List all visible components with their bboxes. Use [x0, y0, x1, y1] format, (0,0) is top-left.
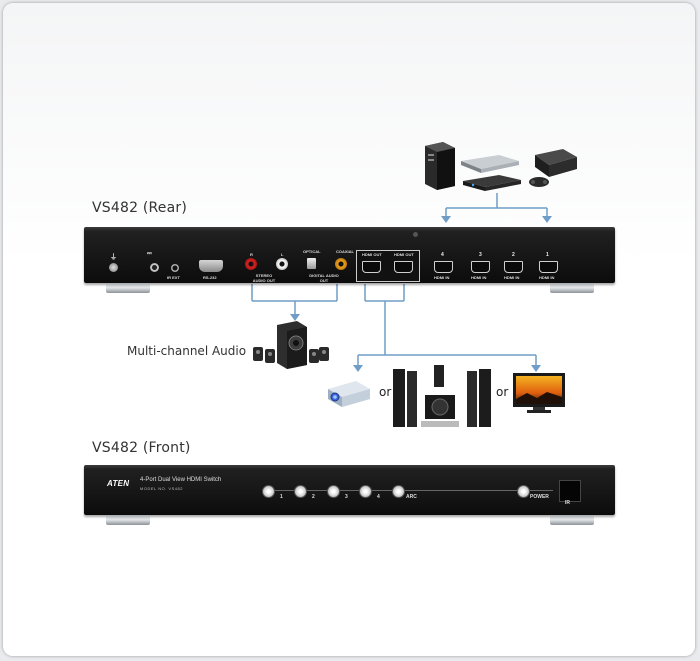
projector-icon	[328, 381, 370, 407]
rear-panel: ⏚ ⎓ IR EXT RS-232 R L STEREO AUDIO OUT O…	[84, 227, 615, 283]
ir-receiver-window	[559, 480, 581, 502]
rs232-label: RS-232	[203, 275, 217, 280]
optical-port	[307, 258, 316, 269]
model-number: MODEL NO. VS482	[140, 486, 183, 491]
rear-foot-left	[106, 283, 150, 293]
hdmi-in-3-port	[471, 261, 490, 273]
hdmi-in-3-num: 3	[479, 252, 482, 258]
hdmi-in-4-num: 4	[441, 252, 444, 258]
stereo-l-label: L	[281, 252, 284, 257]
front-title: VS482 (Front)	[92, 440, 191, 456]
home-theater-icon	[393, 365, 491, 427]
stereo-l-jack	[276, 258, 288, 270]
port-2-label: 2	[312, 494, 315, 500]
arc-label: ARC	[406, 494, 417, 500]
port-1-label: 1	[280, 494, 283, 500]
hdmi-out-1-label: HDMI OUT	[362, 252, 382, 257]
front-foot-right	[550, 515, 594, 525]
hdmi-in-4-port	[434, 261, 453, 273]
tv-icon	[513, 373, 565, 413]
brand-logo: ATEN	[107, 479, 130, 488]
hdmi-out-2-port	[394, 261, 413, 273]
dvd-player-icon	[461, 155, 519, 173]
stereo-audio-out-label: STEREO AUDIO OUT	[252, 273, 276, 283]
port-3-label: 3	[345, 494, 348, 500]
stereo-r-jack	[245, 258, 257, 270]
ir-ext-label: IR EXT	[167, 275, 180, 280]
diagram-card: VS482 (Rear) ⏚ ⎓ IR EXT RS-232 R L STERE…	[3, 3, 695, 656]
hdmi-in-2-num: 2	[512, 252, 515, 258]
port-1-button[interactable]	[262, 485, 275, 498]
port-2-button[interactable]	[294, 485, 307, 498]
ir-label: IR	[565, 500, 570, 506]
speaker-system-icon	[253, 321, 329, 369]
port-4-label: 4	[377, 494, 380, 500]
hdmi-in-2-label: HDMI IN	[504, 275, 520, 280]
ir-ext-jack	[171, 264, 179, 272]
rs232-port	[199, 260, 223, 272]
hdmi-in-1-label: HDMI IN	[539, 275, 555, 280]
port-3-button[interactable]	[327, 485, 340, 498]
stereo-r-label: R	[250, 252, 253, 257]
hdmi-in-3-label: HDMI IN	[471, 275, 487, 280]
pc-tower-icon	[425, 142, 455, 190]
hdmi-out-1-port	[362, 261, 381, 273]
top-screw	[413, 232, 418, 237]
rear-foot-right	[550, 283, 594, 293]
game-console-icon	[529, 149, 577, 187]
digital-audio-out-label: DIGITAL AUDIO OUT	[309, 273, 339, 283]
port-4-button[interactable]	[359, 485, 372, 498]
power-button[interactable]	[517, 485, 530, 498]
source-connector-lines	[251, 193, 552, 372]
front-foot-left	[106, 515, 150, 525]
front-panel: ATEN 4-Port Dual View HDMI Switch MODEL …	[84, 465, 615, 515]
bluray-player-icon	[463, 175, 521, 191]
multichannel-audio-label: Multi-channel Audio	[127, 344, 247, 358]
ground-terminal	[109, 263, 118, 272]
hdmi-in-2-port	[504, 261, 523, 273]
or-text-1: or	[379, 385, 392, 399]
coaxial-jack	[335, 258, 347, 270]
hdmi-out-2-label: HDMI OUT	[394, 252, 414, 257]
hdmi-in-4-label: HDMI IN	[434, 275, 450, 280]
product-name: 4-Port Dual View HDMI Switch	[140, 477, 222, 483]
ground-symbol: ⏚	[110, 254, 117, 261]
arc-button[interactable]	[392, 485, 405, 498]
hdmi-in-1-num: 1	[546, 252, 549, 258]
or-text-2: or	[496, 385, 509, 399]
coaxial-label: COAXIAL	[336, 249, 354, 254]
power-symbol: ⎓	[147, 251, 152, 257]
optical-label: OPTICAL	[303, 249, 321, 254]
hdmi-in-1-port	[539, 261, 558, 273]
power-label: POWER	[530, 494, 549, 500]
front-divider-line	[271, 490, 553, 491]
power-jack	[150, 263, 159, 272]
rear-title: VS482 (Rear)	[92, 200, 188, 216]
